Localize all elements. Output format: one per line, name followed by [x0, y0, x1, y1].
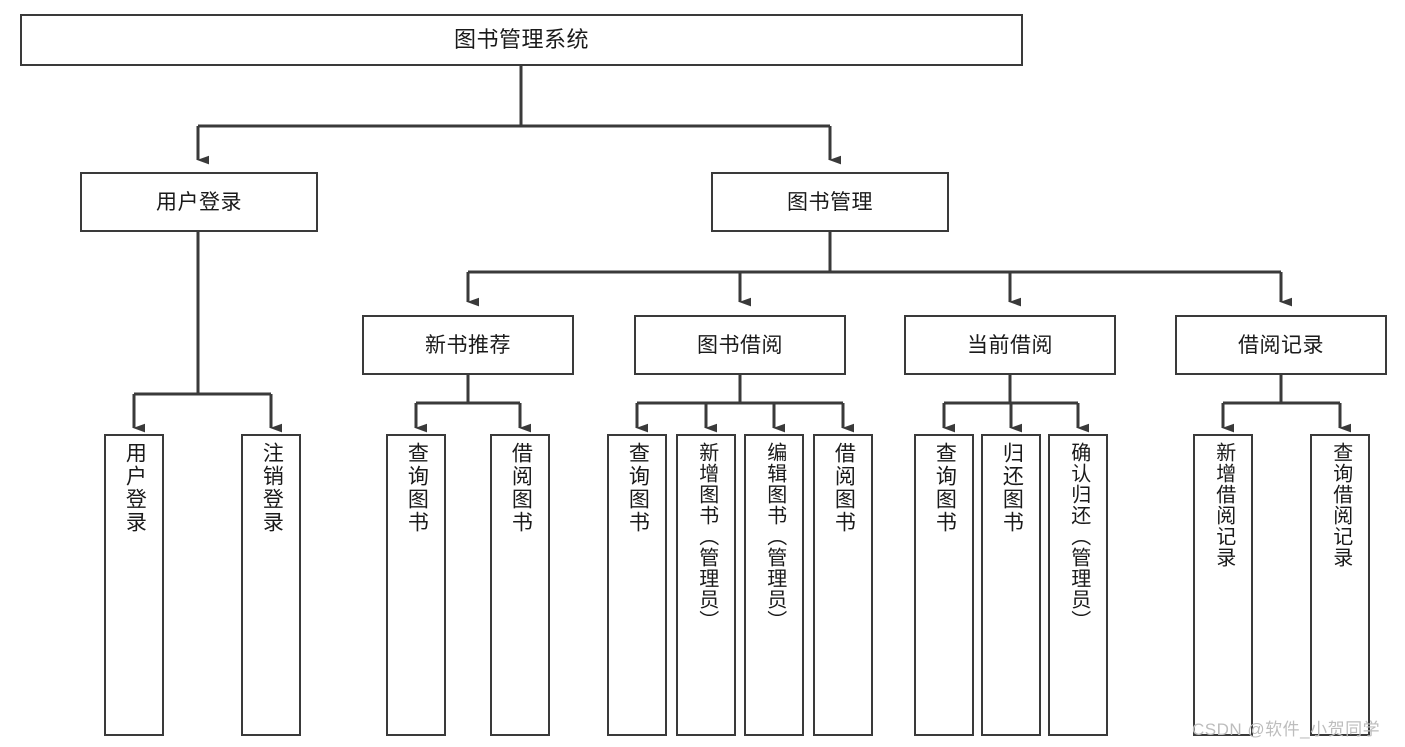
leaf-current-borrow-confirm-return-admin[interactable]: 确认归还（管理员）: [1048, 434, 1108, 736]
node-borrow-record[interactable]: 借阅记录: [1175, 315, 1387, 375]
leaf-user-login-logout[interactable]: 注销登录: [241, 434, 301, 736]
leaf-label: 注销登录: [260, 442, 284, 534]
node-label: 图书管理系统: [453, 27, 589, 52]
leaf-label: 新增借阅记录: [1212, 442, 1235, 568]
node-label: 新书推荐: [425, 333, 511, 357]
leaf-current-borrow-query-book[interactable]: 查询图书: [914, 434, 974, 736]
leaf-label: 编辑图书（管理员）: [763, 442, 786, 631]
node-root-book-management-system[interactable]: 图书管理系统: [20, 14, 1023, 66]
node-label: 图书管理: [787, 190, 873, 214]
node-label: 用户登录: [156, 190, 242, 214]
watermark: CSDN @软件_小贺同学: [1192, 720, 1381, 739]
leaf-label: 用户登录: [123, 442, 147, 534]
leaf-label: 查询图书: [933, 442, 957, 534]
leaf-book-borrow-edit-book-admin[interactable]: 编辑图书（管理员）: [744, 434, 804, 736]
leaf-book-borrow-borrow-book[interactable]: 借阅图书: [813, 434, 873, 736]
leaf-current-borrow-return-book[interactable]: 归还图书: [981, 434, 1041, 736]
leaf-book-borrow-add-book-admin[interactable]: 新增图书（管理员）: [676, 434, 736, 736]
leaf-new-book-borrow-book[interactable]: 借阅图书: [490, 434, 550, 736]
node-book-borrow[interactable]: 图书借阅: [634, 315, 846, 375]
node-book-management[interactable]: 图书管理: [711, 172, 949, 232]
leaf-borrow-record-query-record[interactable]: 查询借阅记录: [1310, 434, 1370, 736]
node-label: 当前借阅: [967, 333, 1053, 357]
leaf-book-borrow-query-book[interactable]: 查询图书: [607, 434, 667, 736]
node-label: 图书借阅: [697, 333, 783, 357]
leaf-user-login-login[interactable]: 用户登录: [104, 434, 164, 736]
leaf-borrow-record-add-record[interactable]: 新增借阅记录: [1193, 434, 1253, 736]
leaf-label: 确认归还（管理员）: [1067, 442, 1090, 631]
leaf-label: 查询图书: [405, 442, 429, 534]
leaf-label: 借阅图书: [832, 442, 856, 534]
node-user-login[interactable]: 用户登录: [80, 172, 318, 232]
leaf-label: 新增图书（管理员）: [695, 442, 718, 631]
leaf-new-book-query-book[interactable]: 查询图书: [386, 434, 446, 736]
leaf-label: 借阅图书: [509, 442, 533, 534]
node-current-borrow[interactable]: 当前借阅: [904, 315, 1116, 375]
node-label: 借阅记录: [1238, 333, 1324, 357]
leaf-label: 查询借阅记录: [1329, 442, 1352, 568]
node-new-book-recommend[interactable]: 新书推荐: [362, 315, 574, 375]
leaf-label: 归还图书: [1000, 442, 1024, 534]
leaf-label: 查询图书: [626, 442, 650, 534]
